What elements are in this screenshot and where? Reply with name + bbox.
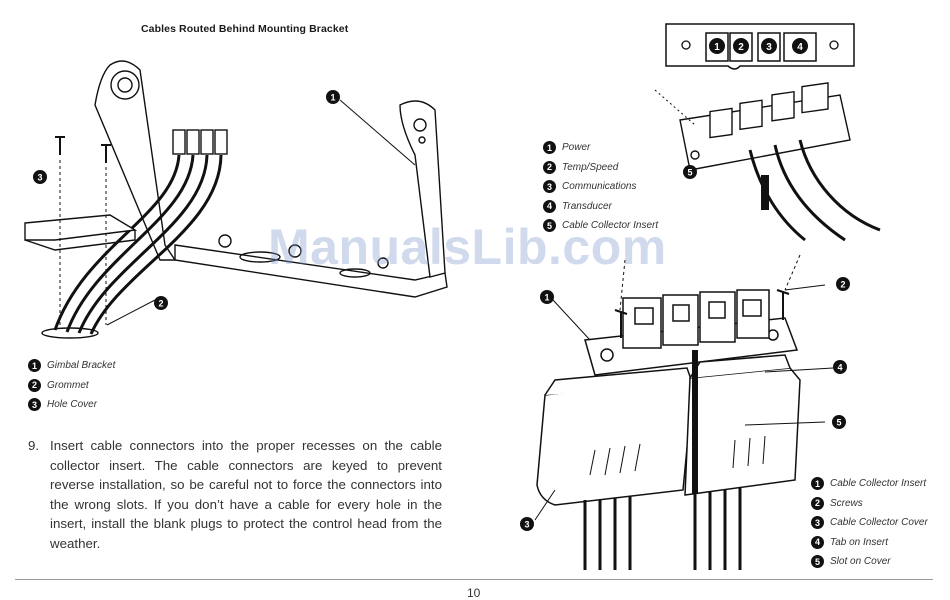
legend-item: 5 Slot on Cover bbox=[811, 552, 928, 572]
legend-number: 3 bbox=[28, 398, 41, 412]
callout-5 bbox=[832, 415, 846, 429]
callout-4-label: 4 bbox=[837, 363, 842, 373]
legend-label: Screws bbox=[830, 497, 863, 509]
legend-label: Tab on Insert bbox=[830, 536, 889, 548]
legend-label: Cable Collector Insert bbox=[562, 220, 659, 232]
port-number: 3 bbox=[766, 42, 772, 53]
legend-item: 1 Gimbal Bracket bbox=[28, 356, 115, 376]
legend-item: 4 Transducer bbox=[543, 197, 658, 217]
legend-label: Hole Cover bbox=[47, 399, 98, 411]
port-number: 4 bbox=[797, 42, 803, 53]
callout-3 bbox=[520, 517, 534, 531]
callout-2 bbox=[836, 277, 850, 291]
figure-caption: Cables Routed Behind Mounting Bracket bbox=[141, 23, 349, 35]
callout-2-label: 2 bbox=[840, 280, 845, 290]
legend-item: 1 Cable Collector Insert bbox=[811, 474, 928, 494]
cable-insert-illustration: 5 bbox=[654, 82, 881, 242]
legend-label: Transducer bbox=[562, 200, 612, 212]
legend-number: 3 bbox=[543, 180, 556, 194]
legend-label: Grommet bbox=[47, 379, 89, 391]
callout-3-label: 3 bbox=[524, 520, 529, 530]
legend-number: 1 bbox=[28, 359, 41, 373]
legend-label: Cable Collector Cover bbox=[830, 517, 928, 529]
legend-label: Slot on Cover bbox=[830, 556, 891, 568]
legend-number: 1 bbox=[811, 477, 824, 491]
callout-1-label: 1 bbox=[330, 93, 335, 103]
legend-item: 3 Communications bbox=[543, 177, 658, 197]
callout-5-label: 5 bbox=[687, 168, 692, 178]
legend-number: 2 bbox=[811, 496, 824, 510]
callout-1-label: 1 bbox=[544, 293, 549, 303]
legend-label: Power bbox=[562, 142, 591, 154]
legend-label: Temp/Speed bbox=[562, 161, 619, 173]
legend-top-right: 1 Power 2 Temp/Speed 3 Communications 4 Tran… bbox=[543, 138, 658, 236]
legend-number: 2 bbox=[543, 160, 556, 174]
watermark: ManualsLib.com bbox=[268, 219, 667, 275]
legend-number: 2 bbox=[28, 378, 41, 392]
callout-3-label: 3 bbox=[37, 173, 42, 183]
legend-number: 5 bbox=[543, 219, 556, 233]
callout-1 bbox=[326, 90, 340, 104]
legend-item: 1 Power bbox=[543, 138, 658, 158]
legend-item: 3 Hole Cover bbox=[28, 395, 115, 415]
legend-label: Communications bbox=[562, 181, 637, 193]
page-number: 10 bbox=[467, 586, 481, 600]
legend-left: 1 Gimbal Bracket 2 Grommet 3 Hole Cover bbox=[28, 356, 115, 415]
legend-number: 5 bbox=[811, 555, 824, 569]
footer-rule bbox=[15, 579, 933, 580]
callout-5-label: 5 bbox=[836, 418, 841, 428]
step-text: Insert cable connectors into the proper … bbox=[50, 438, 442, 551]
cable-collector-cover-illustration: 1 2 3 4 5 bbox=[520, 254, 850, 570]
legend-item: 2 Screws bbox=[811, 494, 928, 514]
legend-item: 4 Tab on Insert bbox=[811, 533, 928, 553]
step-number: 9. bbox=[28, 438, 40, 453]
legend-item: 3 Cable Collector Cover bbox=[811, 513, 928, 533]
port-number: 1 bbox=[714, 42, 720, 53]
gimbal-bracket-illustration: 1 2 3 bbox=[24, 60, 448, 339]
legend-number: 3 bbox=[811, 516, 824, 530]
callout-2 bbox=[154, 296, 168, 310]
callout-2-label: 2 bbox=[158, 299, 163, 309]
port-plate-diagram: 1 2 3 4 bbox=[665, 23, 855, 70]
legend-item: 5 Cable Collector Insert bbox=[543, 216, 658, 236]
callout-1 bbox=[540, 290, 554, 304]
legend-bottom-right: 1 Cable Collector Insert 2 Screws 3 Cable C… bbox=[811, 474, 928, 572]
legend-label: Gimbal Bracket bbox=[47, 360, 116, 372]
legend-number: 4 bbox=[543, 199, 556, 213]
legend-item: 2 Grommet bbox=[28, 376, 115, 396]
legend-item: 2 Temp/Speed bbox=[543, 158, 658, 178]
legend-number: 4 bbox=[811, 535, 824, 549]
legend-label: Cable Collector Insert bbox=[830, 478, 927, 490]
instruction-step: 9. Insert cable connectors into the prop… bbox=[28, 436, 442, 554]
callout-5 bbox=[683, 165, 697, 179]
legend-number: 1 bbox=[543, 141, 556, 155]
port-number: 2 bbox=[738, 42, 744, 53]
callout-3 bbox=[33, 170, 47, 184]
callout-4 bbox=[833, 360, 847, 374]
